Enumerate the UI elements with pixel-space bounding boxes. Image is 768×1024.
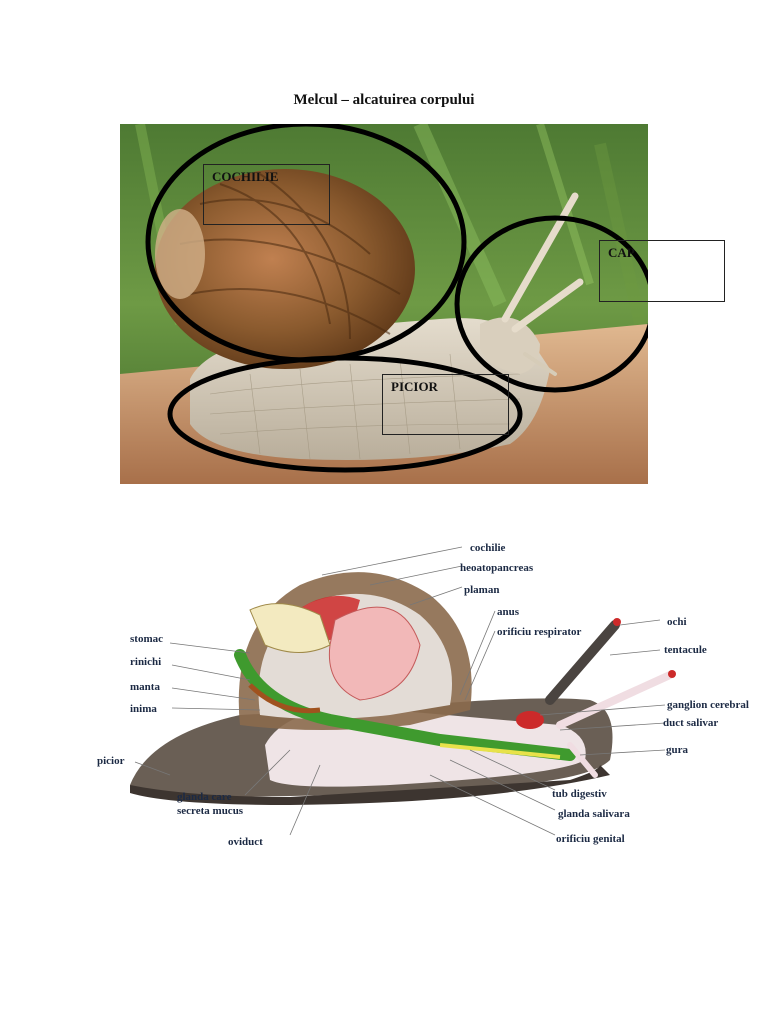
label-rinichi: rinichi bbox=[130, 656, 161, 668]
label-heoatopancreas: heoatopancreas bbox=[460, 562, 534, 574]
shell-label: COCHILIE bbox=[203, 164, 330, 225]
label-tub-digestiv: tub digestiv bbox=[552, 788, 607, 800]
label-duct-salivar: duct salivar bbox=[663, 717, 718, 729]
snail-photo bbox=[120, 124, 648, 484]
label-stomac: stomac bbox=[130, 633, 163, 645]
label-ganglion-cerebral: ganglion cerebral bbox=[667, 699, 749, 711]
label-glanda-salivara: glanda salivara bbox=[558, 808, 630, 820]
label-oviduct: oviduct bbox=[228, 836, 263, 848]
label-manta: manta bbox=[130, 681, 160, 693]
label-tentacule: tentacule bbox=[664, 644, 707, 656]
label-plaman: plaman bbox=[464, 584, 499, 596]
label-orificiu-genital: orificiu genital bbox=[556, 833, 625, 845]
leader-lines bbox=[134, 546, 666, 836]
label-secreta-mucus: secreta mucus bbox=[177, 805, 244, 817]
label-glanda-care: glanda care bbox=[177, 791, 232, 803]
foot-label: PICIOR bbox=[382, 374, 509, 435]
head-label-text: CAP bbox=[608, 245, 635, 260]
head-label: CAP bbox=[599, 240, 725, 302]
shell-label-text: COCHILIE bbox=[212, 169, 279, 184]
label-anus: anus bbox=[497, 606, 520, 618]
label-orificiu-respirator: orificiu respirator bbox=[497, 626, 582, 638]
snail-anatomy-diagram: cochilie heoatopancreas plaman anus orif… bbox=[97, 542, 749, 848]
snail-photo-illustration bbox=[120, 124, 648, 484]
page-title: Melcul – alcatuirea corpului bbox=[293, 92, 475, 108]
label-picior: picior bbox=[97, 755, 125, 767]
foot-label-text: PICIOR bbox=[391, 379, 438, 394]
label-gura: gura bbox=[666, 744, 689, 756]
label-ochi: ochi bbox=[667, 616, 687, 628]
label-inima: inima bbox=[130, 703, 157, 715]
label-cochilie: cochilie bbox=[470, 542, 506, 554]
